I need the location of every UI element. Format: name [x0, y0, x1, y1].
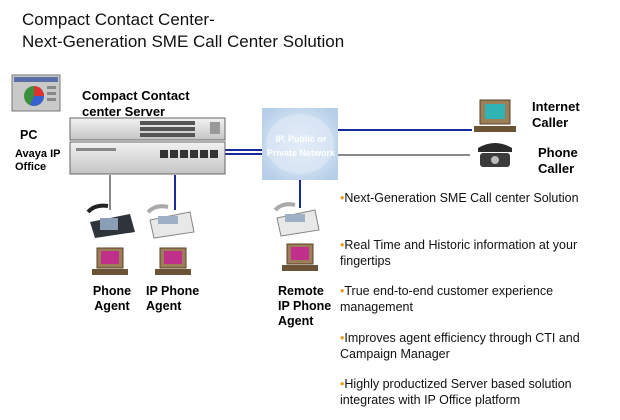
monitor-icon: [155, 247, 191, 275]
bullet-item: •Improves agent efficiency through CTI a…: [340, 331, 580, 361]
bullet-item: •Real Time and Historic information at y…: [340, 238, 578, 268]
pie-chart-icon: [11, 74, 61, 112]
cloud-icon: [262, 108, 338, 180]
remote-ip-phone-agent-label: Remote IP Phone Agent: [278, 284, 332, 328]
phone-caller-label: Phone Caller: [538, 145, 578, 176]
page-subtitle: Next-Generation SME Call Center Solution: [22, 32, 345, 51]
bullet-marker: •: [340, 331, 345, 345]
bullet-marker: •: [340, 377, 345, 391]
ip-phone-icon: [146, 204, 195, 239]
server-rack-icon: [69, 117, 226, 175]
connection-lines: [109, 129, 472, 210]
server-label: Compact Contact center Server: [82, 88, 190, 119]
ip-phone-agent-label: IP Phone Agent: [146, 284, 200, 313]
bullet-item: •Next-Generation SME Call center Solutio…: [340, 191, 579, 205]
phone-agent-label: Phone Agent: [92, 284, 132, 313]
pc-label: PC: [20, 128, 38, 142]
monitor-icon: [474, 99, 516, 132]
telephone-icon: [478, 143, 512, 167]
monitor-icon: [92, 247, 128, 275]
bullet-marker: •: [340, 284, 345, 298]
telephone-icon: [86, 203, 135, 238]
internet-caller-label: Internet Caller: [532, 99, 580, 130]
bullet-marker: •: [340, 191, 345, 205]
page-title: Compact Contact Center-: [22, 10, 215, 29]
bullet-item: •True end-to-end customer experience man…: [340, 284, 554, 314]
network-label: IP, Public or Private Network: [266, 134, 336, 158]
avaya-label: Avaya IP Office: [15, 148, 61, 173]
bullet-marker: •: [340, 238, 345, 252]
bullet-item: •Highly productized Server based solutio…: [340, 377, 572, 407]
ip-phone-icon: [273, 202, 320, 237]
monitor-icon: [282, 243, 318, 271]
